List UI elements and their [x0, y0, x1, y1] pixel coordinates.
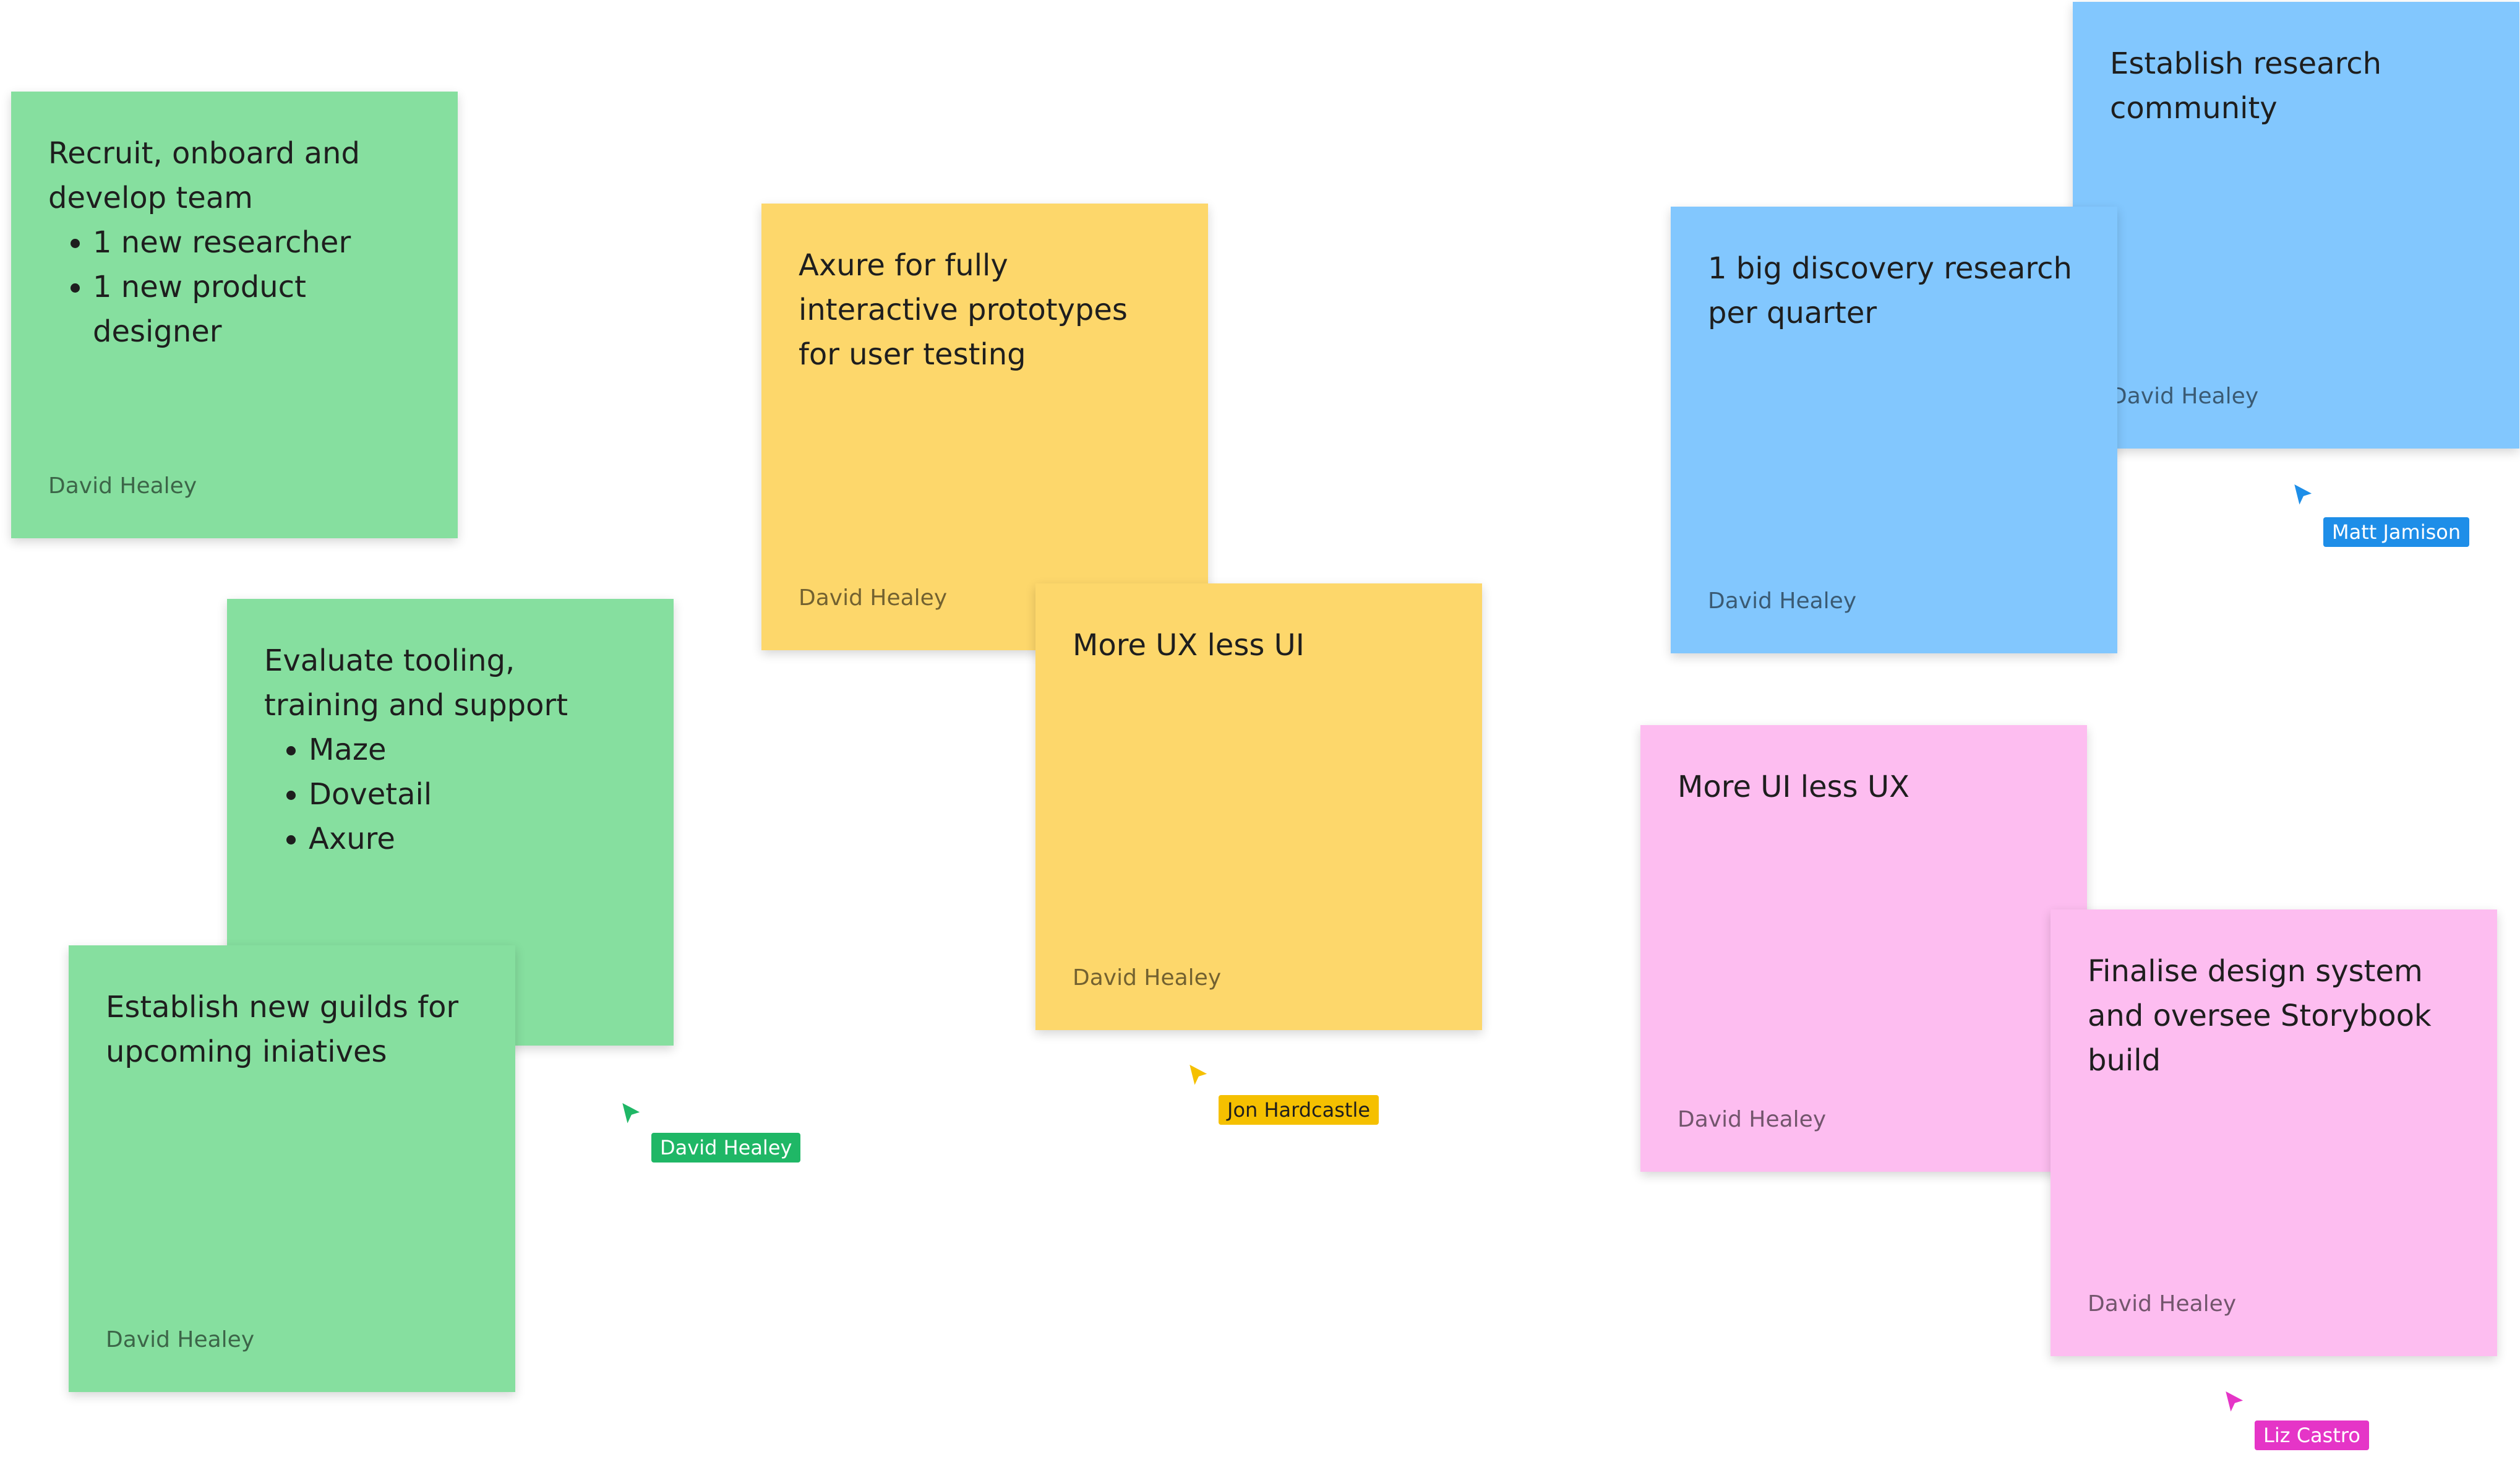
- sticky-note-guilds[interactable]: Establish new guilds for upcoming iniati…: [69, 945, 515, 1392]
- note-text: Establish research community: [2110, 46, 2382, 126]
- note-author: David Healey: [106, 1327, 255, 1352]
- collaborator-cursor-jon: [1186, 1062, 1213, 1091]
- note-text: Recruit, onboard and develop team: [48, 136, 360, 215]
- note-bullet: Dovetail: [309, 772, 636, 817]
- collaborator-cursor-matt: [2291, 481, 2318, 511]
- sticky-note-more-ui[interactable]: More UI less UX David Healey: [1640, 725, 2087, 1172]
- note-author: David Healey: [1708, 588, 1857, 614]
- note-author: David Healey: [2110, 384, 2259, 409]
- collaborator-cursor-david: [619, 1100, 646, 1130]
- sticky-note-design-system[interactable]: Finalise design system and oversee Story…: [2051, 909, 2497, 1356]
- pointer-arrow-icon: [620, 1100, 643, 1127]
- note-bullet-list: Maze Dovetail Axure: [264, 728, 636, 861]
- sticky-note-discovery-research[interactable]: 1 big discovery research per quarter Dav…: [1671, 207, 2117, 653]
- collaborator-cursor-label: Jon Hardcastle: [1219, 1095, 1379, 1125]
- collaborator-cursor-label: David Healey: [651, 1133, 801, 1163]
- note-text: More UI less UX: [1678, 770, 1909, 804]
- note-text: Evaluate tooling, training and support: [264, 643, 568, 723]
- note-text: Establish new guilds for upcoming iniati…: [106, 990, 459, 1069]
- note-bullet-list: 1 new researcher 1 new product designer: [48, 220, 421, 354]
- note-author: David Healey: [48, 473, 197, 499]
- note-author: David Healey: [799, 585, 948, 611]
- sticky-note-recruit[interactable]: Recruit, onboard and develop team 1 new …: [11, 92, 458, 538]
- note-bullet: 1 new product designer: [93, 265, 421, 354]
- note-author: David Healey: [1073, 965, 1222, 991]
- note-bullet: Maze: [309, 728, 636, 772]
- note-author: David Healey: [2088, 1291, 2237, 1317]
- note-bullet: 1 new researcher: [93, 220, 421, 265]
- note-text: Finalise design system and oversee Story…: [2088, 954, 2432, 1078]
- collaborator-cursor-label: Liz Castro: [2255, 1420, 2369, 1450]
- sticky-note-research-community[interactable]: Establish research community David Heale…: [2073, 2, 2519, 449]
- collaborator-cursor-label: Matt Jamison: [2323, 517, 2470, 547]
- pointer-arrow-icon: [2292, 481, 2315, 509]
- pointer-arrow-icon: [1187, 1062, 1211, 1089]
- note-text: More UX less UI: [1073, 628, 1305, 663]
- sticky-note-more-ux[interactable]: More UX less UI David Healey: [1035, 583, 1482, 1030]
- sticky-note-axure[interactable]: Axure for fully interactive prototypes f…: [761, 204, 1208, 650]
- collaborator-cursor-liz: [2222, 1388, 2249, 1418]
- pointer-arrow-icon: [2223, 1388, 2247, 1416]
- note-text: 1 big discovery research per quarter: [1708, 251, 2072, 330]
- note-text: Axure for fully interactive prototypes f…: [799, 248, 1128, 372]
- note-bullet: Axure: [309, 817, 636, 861]
- note-author: David Healey: [1678, 1107, 1827, 1132]
